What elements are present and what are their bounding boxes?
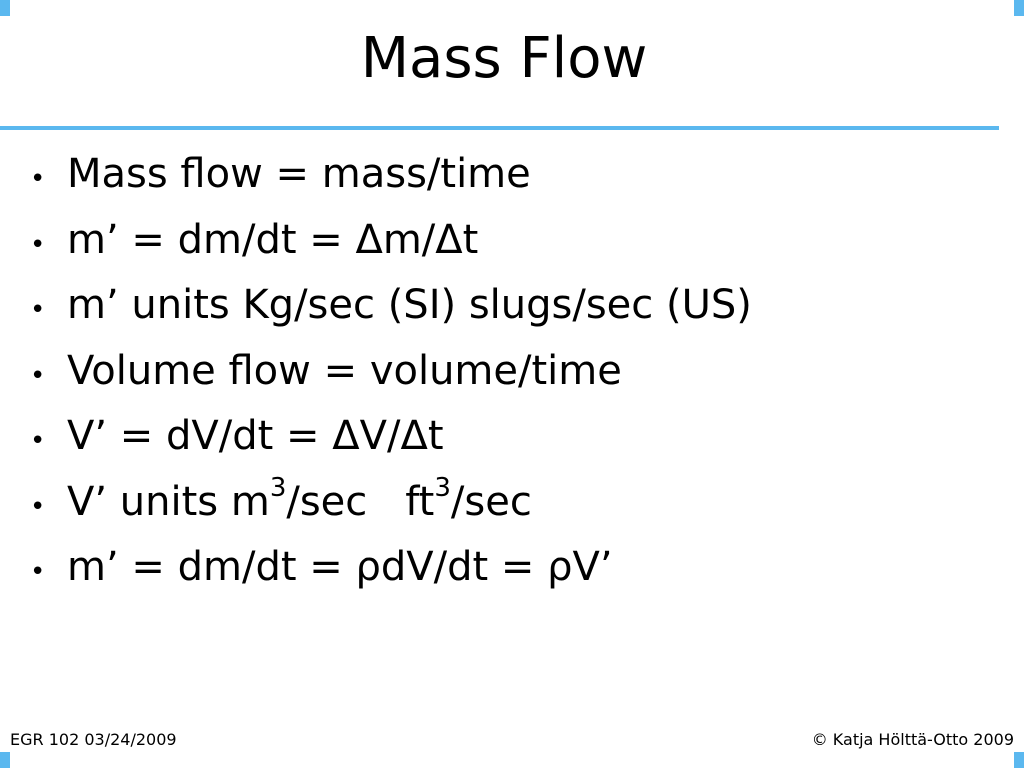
- bullet-item: • V’ = dV/dt = ΔV/Δt: [30, 408, 752, 474]
- bullet-item: • m’ units Kg/sec (SI) slugs/sec (US): [30, 277, 752, 343]
- bullet-marker: •: [30, 360, 46, 391]
- bullet-list: • Mass flow = mass/time • m’ = dm/dt = Δ…: [30, 146, 752, 605]
- bullet-text: m’ units Kg/sec (SI) slugs/sec (US): [67, 282, 752, 328]
- bullet-item: • Volume flow = volume/time: [30, 343, 752, 409]
- units-text: ft: [405, 478, 435, 525]
- bullet-item: • m’ = dm/dt = Δm/Δt: [30, 212, 752, 278]
- bullet-text: V’ = dV/dt = ΔV/Δt: [67, 413, 444, 459]
- units-text: /sec: [450, 478, 532, 525]
- footer-copyright: © Katja Hölttä-Otto 2009: [811, 730, 1014, 749]
- bullet-text: m’ = dm/dt = Δm/Δt: [67, 216, 479, 263]
- superscript: 3: [434, 473, 451, 504]
- bullet-text: Volume flow = volume/time: [67, 347, 622, 394]
- bullet-marker: •: [30, 426, 46, 456]
- bullet-item: • m’ = dm/dt = ρdV/dt = ρV’: [30, 539, 752, 605]
- corner-marker: [1014, 0, 1024, 16]
- corner-marker: [0, 0, 10, 16]
- bullet-text: m’ = dm/dt = ρdV/dt = ρV’: [67, 544, 613, 590]
- superscript: 3: [269, 473, 287, 504]
- bullet-marker: •: [30, 295, 46, 325]
- title-divider: [0, 126, 999, 130]
- bullet-marker: •: [30, 164, 46, 194]
- units-text: /sec: [286, 478, 368, 525]
- slide-title: Mass Flow: [360, 26, 648, 91]
- corner-marker: [1014, 752, 1024, 768]
- corner-marker: [0, 752, 10, 768]
- bullet-text: Mass flow = mass/time: [67, 151, 531, 197]
- units-text: V’ units m: [67, 478, 270, 525]
- bullet-marker: •: [30, 491, 46, 522]
- bullet-marker: •: [30, 229, 46, 260]
- bullet-marker: •: [30, 557, 46, 587]
- bullet-item: • Mass flow = mass/time: [30, 146, 752, 212]
- footer-course-date: EGR 102 03/24/2009: [10, 730, 177, 749]
